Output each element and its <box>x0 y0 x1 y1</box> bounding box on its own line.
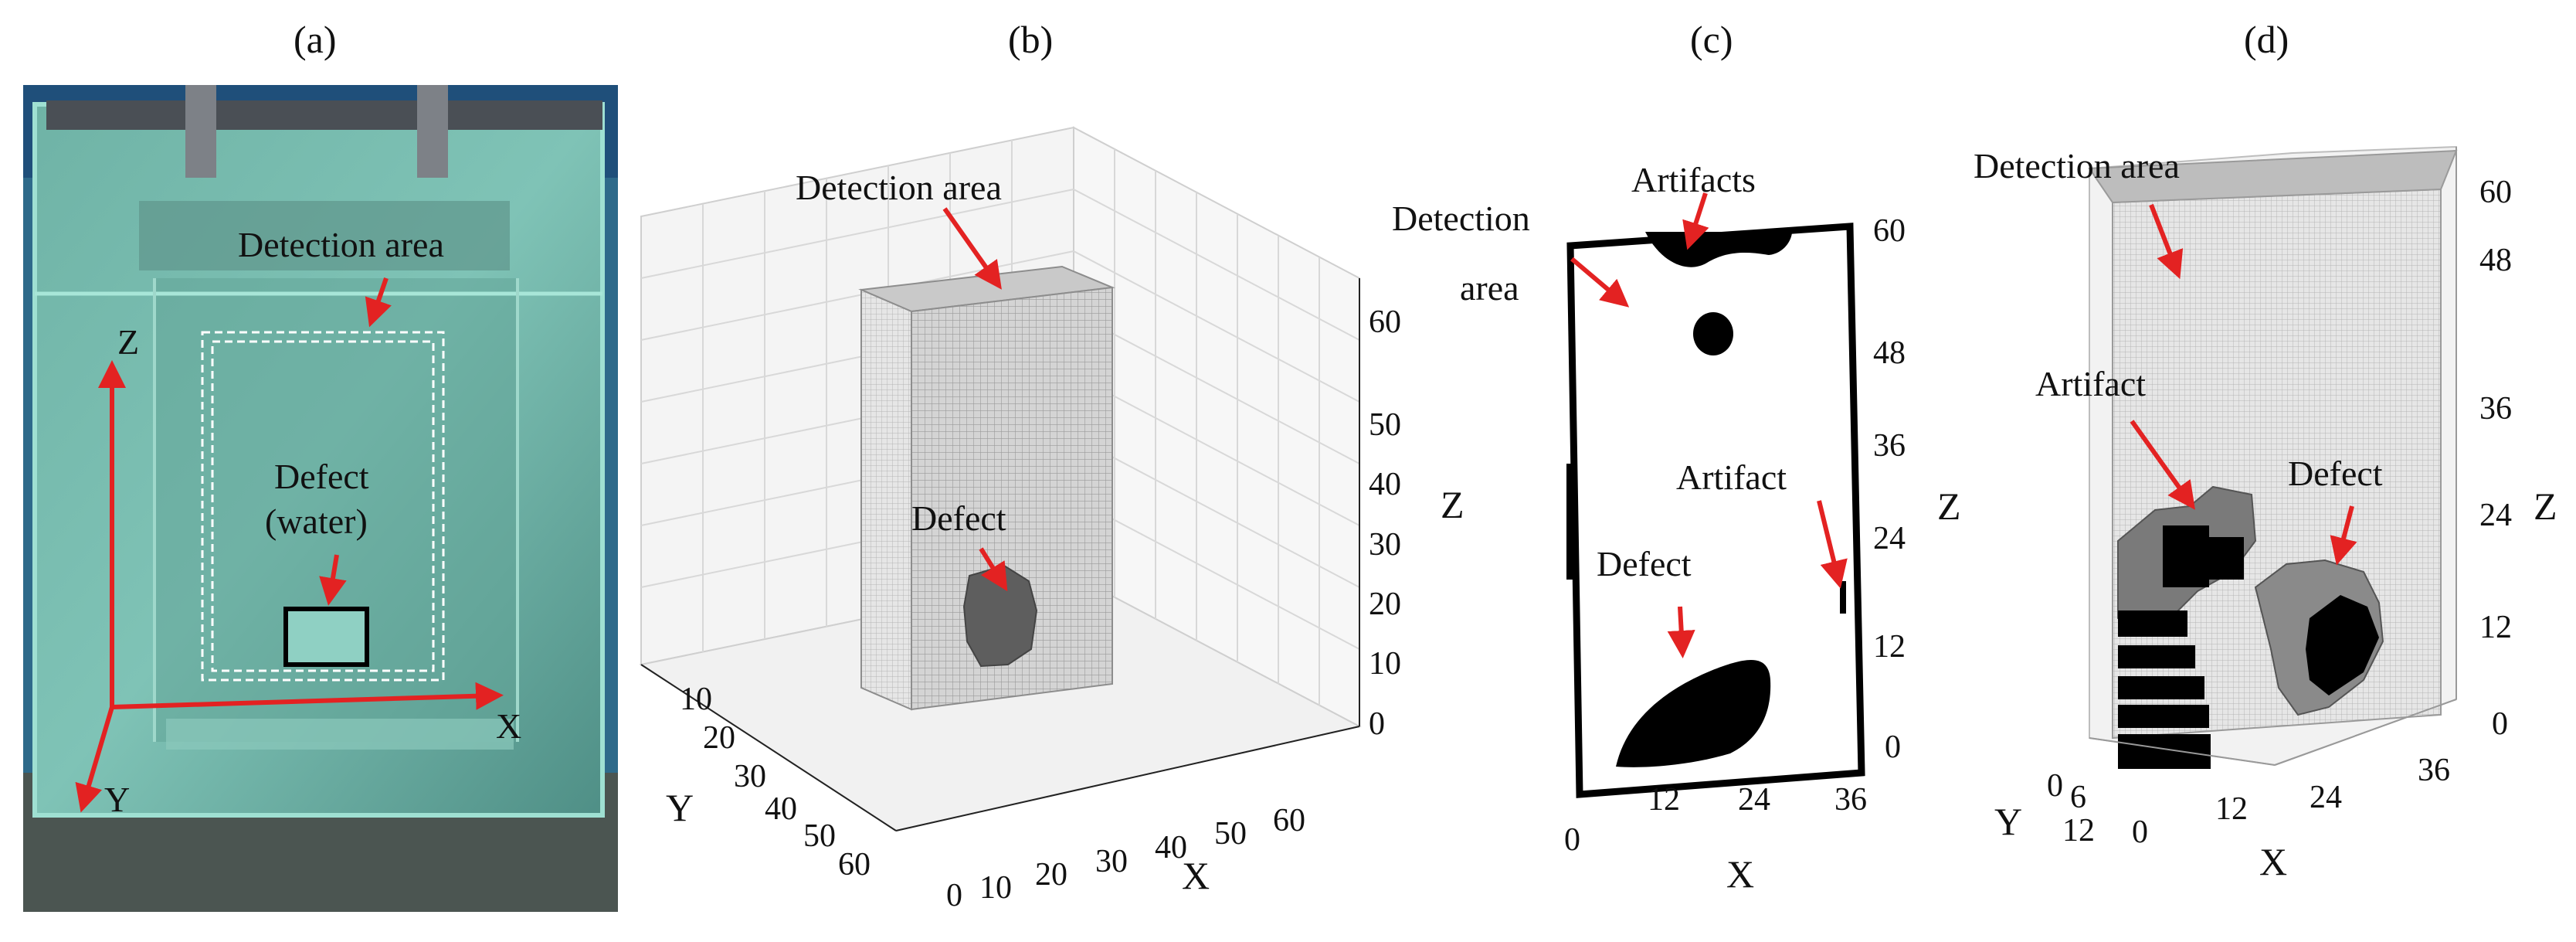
panel-a-x-axis-label: X <box>496 706 521 746</box>
panel-b-z-tick: 50 <box>1369 407 1401 443</box>
panel-b-y-tick: 20 <box>703 720 735 756</box>
panel-c-z-tick: 24 <box>1873 521 1906 556</box>
panel-d-z-tick: 48 <box>2479 243 2512 278</box>
panel-d-y-axis-label: Y <box>1994 800 2022 843</box>
panel-b-x-tick: 60 <box>1273 803 1305 838</box>
panel-c-area-label: area <box>1460 268 1519 308</box>
panel-d-reconstruction <box>2088 145 2458 769</box>
panel-b-z-tick: 60 <box>1369 304 1401 340</box>
panel-c-x-tick: 12 <box>1648 782 1680 818</box>
panel-a-y-axis-label: Y <box>104 780 130 819</box>
panel-c-artifacts-label: Artifacts <box>1631 160 1756 199</box>
panel-a-defect-label: Defect <box>274 457 369 496</box>
panel-b-z-tick: 10 <box>1369 646 1401 682</box>
panel-d-z-tick: 60 <box>2479 175 2512 210</box>
panel-d-z-tick: 0 <box>2492 706 2508 742</box>
panel-d-x-axis-label: X <box>2259 840 2287 883</box>
panel-d-z-axis-label: Z <box>2534 485 2557 528</box>
panel-b-z-axis-label: Z <box>1441 483 1464 526</box>
panel-b-x-tick: 30 <box>1095 844 1128 879</box>
panel-d-z-tick: 36 <box>2479 391 2512 427</box>
panel-c-defect-label: Defect <box>1597 544 1692 583</box>
panel-d-detection-area-label: Detection area <box>1974 146 2180 185</box>
panel-c-artifact-label: Artifact <box>1676 457 1787 497</box>
panel-a-photo <box>23 85 618 912</box>
panel-a-z-axis-label: Z <box>117 322 139 362</box>
panel-b-z-tick: 0 <box>1369 706 1385 742</box>
panel-b-x-tick: 0 <box>946 878 962 913</box>
panel-b-x-axis-label: X <box>1182 854 1210 897</box>
panel-b-x-tick: 40 <box>1155 830 1187 865</box>
panel-c-z-axis-label: Z <box>1937 485 1961 528</box>
panel-b-y-tick: 30 <box>734 759 766 794</box>
panel-b-y-tick: 60 <box>838 847 871 882</box>
panel-d-y-tick: 6 <box>2070 780 2086 815</box>
panel-c-x-tick: 24 <box>1738 782 1770 818</box>
panel-b-y-tick: 10 <box>680 682 712 717</box>
panel-c-x-axis-label: X <box>1726 852 1754 896</box>
panel-c-z-tick: 12 <box>1873 629 1906 665</box>
panel-d-z-tick: 12 <box>2479 610 2512 645</box>
panel-b-z-tick: 20 <box>1369 587 1401 622</box>
panel-b-y-tick: 50 <box>803 818 836 854</box>
panel-c-z-tick: 36 <box>1873 428 1906 464</box>
panel-d-x-tick: 12 <box>2215 791 2248 827</box>
panel-d-x-tick: 0 <box>2132 814 2148 850</box>
panel-b-x-tick: 50 <box>1214 816 1247 852</box>
panel-label-c: (c) <box>1690 18 1733 61</box>
panel-a-detection-area-label: Detection area <box>238 225 444 264</box>
panel-b-x-tick: 20 <box>1035 857 1067 893</box>
panel-b-z-tick: 40 <box>1369 467 1401 502</box>
panel-b-y-axis-label: Y <box>666 786 694 829</box>
panel-c-z-tick: 48 <box>1873 335 1906 371</box>
panel-b-defect-label: Defect <box>911 498 1006 538</box>
panel-c-slice <box>1566 223 1865 798</box>
panel-d-y-tick: 0 <box>2047 768 2063 804</box>
panel-label-a: (a) <box>294 18 337 61</box>
panel-a-water-label: (water) <box>265 502 368 541</box>
panel-label-b: (b) <box>1008 18 1054 61</box>
panel-label-d: (d) <box>2244 18 2289 61</box>
panel-d-x-tick: 24 <box>2310 780 2342 815</box>
panel-d-defect-label: Defect <box>2288 454 2383 493</box>
panel-d-x-tick: 36 <box>2418 753 2450 788</box>
panel-b-z-tick: 30 <box>1369 527 1401 563</box>
panel-b-y-tick: 40 <box>765 791 797 827</box>
panel-c-detection-label: Detection <box>1392 199 1530 238</box>
panel-d-artifact-label: Artifact <box>2035 364 2146 403</box>
panel-c-x-tick: 36 <box>1834 782 1867 818</box>
panel-c-z-tick: 0 <box>1885 729 1901 765</box>
panel-d-y-tick: 12 <box>2062 813 2095 848</box>
panel-b-detection-volume <box>858 265 1115 711</box>
panel-c-x-tick: 0 <box>1564 822 1580 858</box>
panel-d-z-tick: 24 <box>2479 498 2512 533</box>
panel-b-detection-area-label: Detection area <box>796 168 1002 207</box>
panel-b-x-tick: 10 <box>979 870 1012 906</box>
panel-c-z-tick: 60 <box>1873 213 1906 249</box>
